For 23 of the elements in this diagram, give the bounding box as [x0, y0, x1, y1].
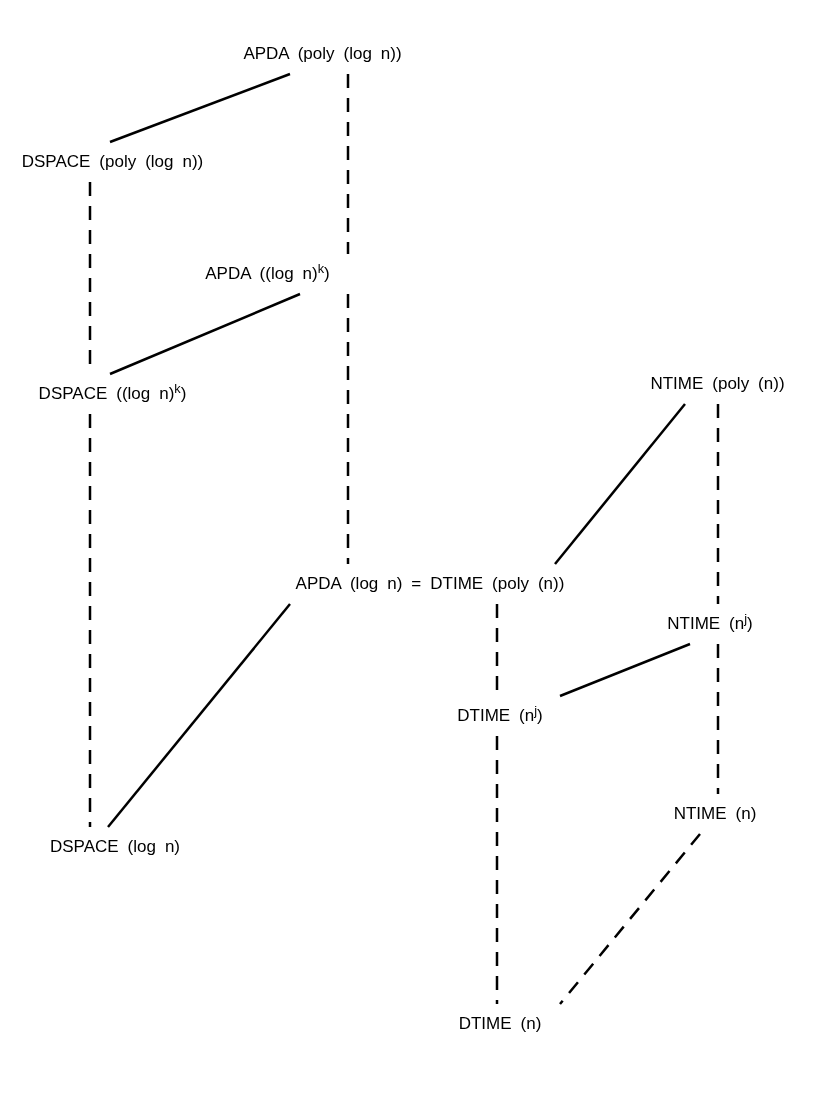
solid-line: [554, 403, 686, 565]
complexity-class-label: DSPACE (log n): [49, 837, 181, 856]
solid-line: [109, 292, 301, 376]
complexity-class-label: NTIME (poly (n)): [650, 374, 785, 393]
dashed-line: [559, 833, 701, 1005]
dashed-line: [346, 74, 350, 254]
complexity-class-label: DSPACE ((log n)$^{k}$): [38, 384, 187, 403]
dashed-line: [716, 404, 720, 604]
complexity-class-label: DTIME (n$^{j}$): [457, 706, 543, 725]
complexity-class-label: APDA (log n) = DTIME (poly (n)): [295, 574, 565, 593]
dashed-line: [716, 644, 720, 794]
complexity-class-label: APDA ((log n)$^{k}$): [205, 264, 330, 283]
complexity-class-label: DSPACE (poly (log n)): [21, 152, 204, 171]
complexity-class-label: NTIME (n): [673, 804, 757, 823]
solid-line: [559, 642, 691, 698]
dashed-line: [495, 736, 499, 1004]
complexity-class-label: DTIME (n): [458, 1014, 542, 1033]
dashed-line: [88, 414, 92, 827]
complexity-class-label: APDA (poly (log n)): [243, 44, 402, 63]
complexity-class-label: NTIME (n$^{j}$): [667, 614, 753, 633]
solid-line: [109, 72, 291, 144]
dashed-line: [346, 294, 350, 564]
solid-line: [107, 603, 291, 828]
